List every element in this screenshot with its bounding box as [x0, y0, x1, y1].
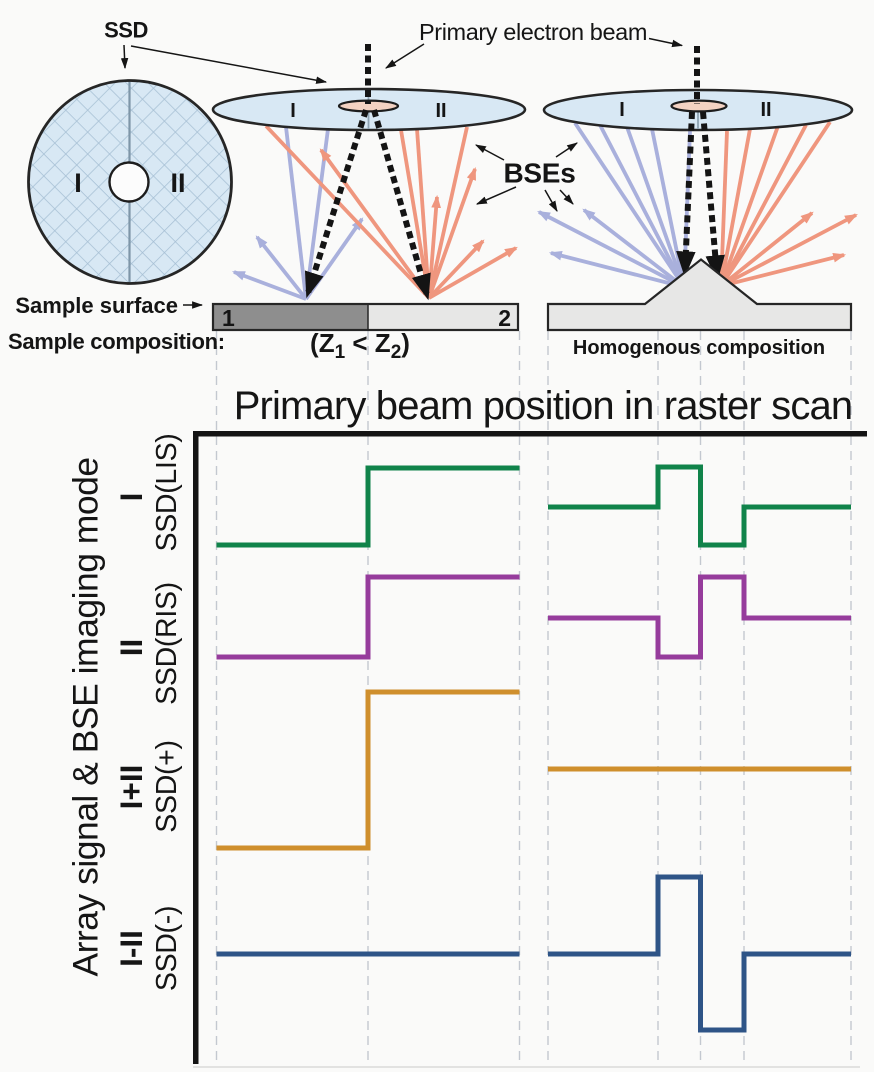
svg-text:SSD(LIS): SSD(LIS)	[151, 434, 183, 552]
svg-text:Sample surface: Sample surface	[15, 293, 178, 318]
svg-text:Primary beam position in raste: Primary beam position in raster scan	[234, 384, 853, 428]
svg-text:Primary electron beam: Primary electron beam	[419, 19, 647, 45]
svg-text:SSD(RIS): SSD(RIS)	[151, 582, 183, 705]
svg-text:I: I	[74, 168, 82, 198]
svg-text:I+II: I+II	[113, 765, 149, 810]
svg-text:Homogenous composition: Homogenous composition	[573, 337, 825, 359]
svg-text:I-II: I-II	[113, 930, 149, 967]
svg-text:SSD: SSD	[104, 18, 148, 43]
svg-text:Array signal & BSE imaging mod: Array signal & BSE imaging mode	[66, 457, 106, 976]
svg-text:Sample composition:: Sample composition:	[8, 329, 225, 354]
svg-text:I: I	[619, 99, 625, 121]
svg-text:II: II	[170, 168, 185, 198]
svg-text:SSD(+): SSD(+)	[151, 740, 183, 832]
svg-text:I: I	[290, 100, 296, 122]
svg-text:2: 2	[498, 305, 511, 331]
svg-text:II: II	[435, 100, 446, 122]
svg-text:1: 1	[222, 305, 235, 331]
svg-text:II: II	[760, 99, 771, 121]
svg-text:II: II	[113, 639, 149, 657]
svg-text:BSEs: BSEs	[504, 158, 576, 189]
svg-text:SSD(-): SSD(-)	[151, 906, 183, 991]
svg-text:I: I	[113, 493, 149, 502]
